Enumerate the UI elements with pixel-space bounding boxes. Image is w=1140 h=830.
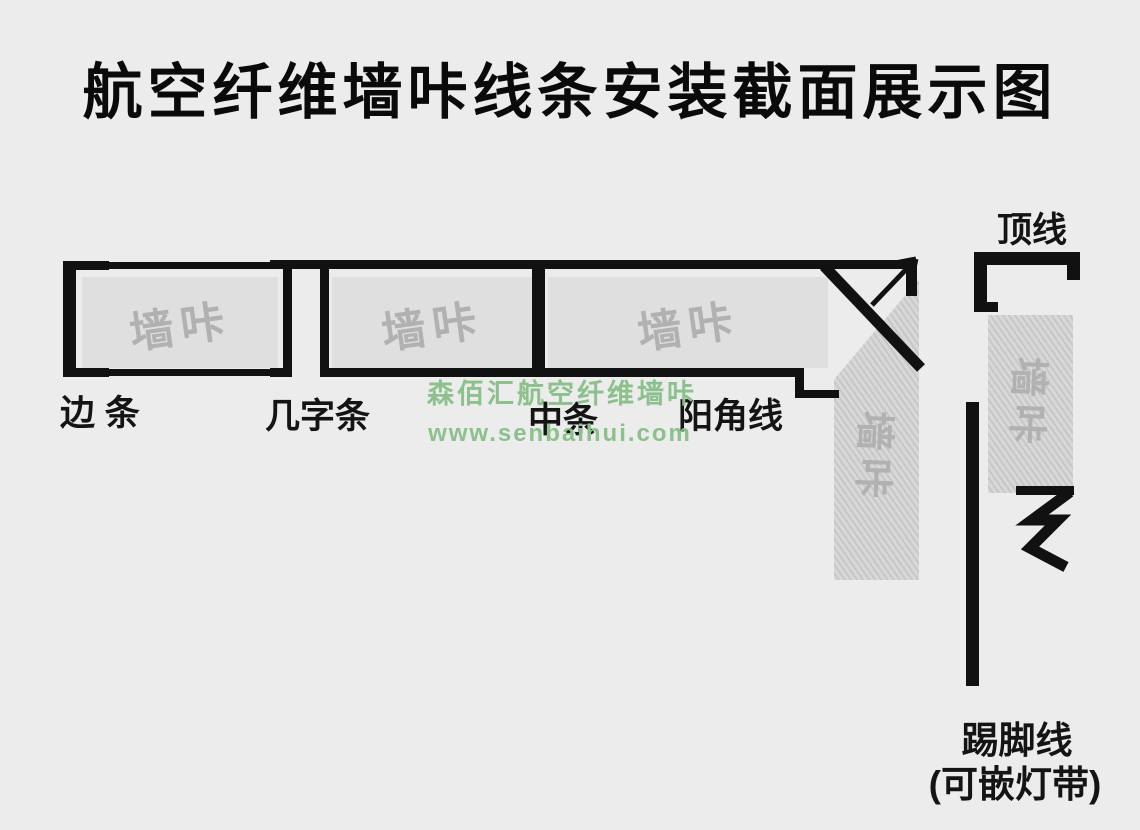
wall-panel-2: 墙咔	[332, 277, 532, 368]
panel-watermark: 墙咔	[1002, 356, 1051, 452]
panel-watermark: 墙咔	[126, 295, 235, 359]
wall-panel-corner-vertical: 墙咔	[834, 279, 919, 580]
label-crown: 顶线	[996, 211, 1067, 250]
label-outer-corner: 阳角线	[678, 397, 784, 436]
watermark-brand: 森佰汇航空纤维墙咔	[427, 379, 697, 409]
skirting-profile	[1015, 486, 1074, 572]
crown-profile	[974, 252, 1080, 312]
panel-watermark: 墙咔	[848, 410, 897, 506]
panel-watermark: 墙咔	[634, 295, 743, 359]
panel-watermark: 墙咔	[378, 295, 487, 359]
label-skirting-note: (可嵌灯带)	[928, 764, 1102, 805]
wall-panel-crown-vertical: 墙咔	[988, 315, 1073, 493]
watermark-url: www.senbaihui.com	[428, 420, 692, 447]
label-h-strip: 几字条	[265, 397, 371, 436]
label-middle-strip: 中条	[528, 401, 599, 440]
page-title: 航空纤维墙咔线条安装截面展示图	[82, 59, 1058, 126]
wall-line	[966, 402, 979, 686]
wall-panel-1: 墙咔	[82, 277, 278, 368]
label-edge-strip: 边 条	[60, 394, 140, 433]
wall-panel-3: 墙咔	[548, 277, 828, 368]
label-skirting: 踢脚线	[961, 720, 1073, 761]
